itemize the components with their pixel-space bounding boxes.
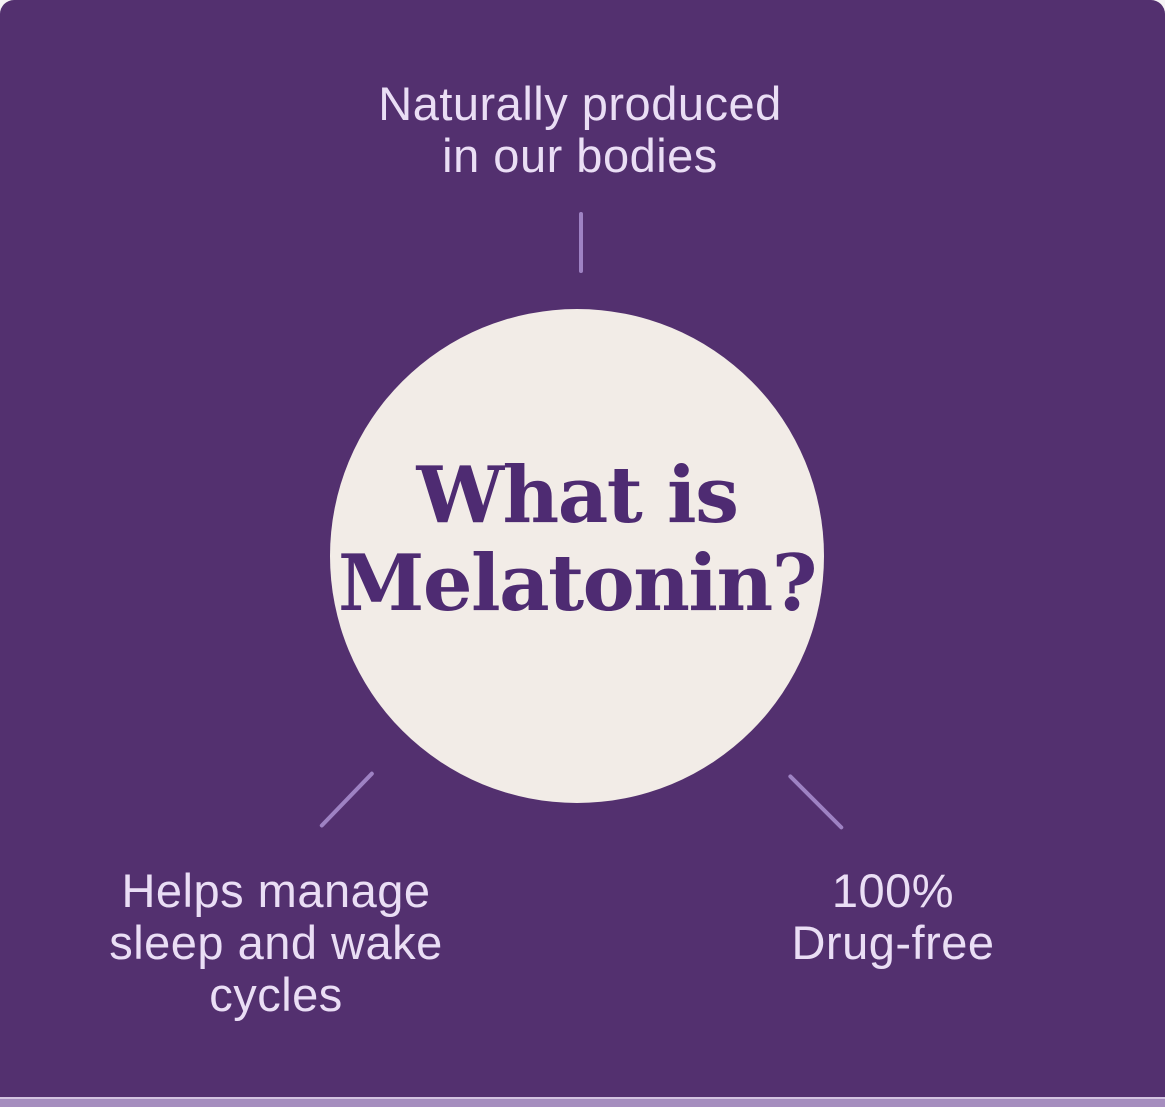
top-connector-line [579, 212, 583, 273]
bottom-right-connector-line [787, 773, 845, 830]
bottom-right-label: 100% Drug-free [791, 864, 995, 969]
top-label: Naturally produced in our bodies [378, 77, 782, 182]
title-line-2: Melatonin? [338, 538, 817, 629]
bottom-left-label: Helps manage sleep and wake cycles [109, 864, 443, 1021]
title-line-1: What is [416, 450, 739, 541]
center-circle: What is Melatonin? [330, 309, 824, 803]
circle-title: What is Melatonin? [338, 450, 817, 629]
bottom-left-connector-line [319, 771, 375, 829]
footer-strip [0, 1097, 1165, 1107]
